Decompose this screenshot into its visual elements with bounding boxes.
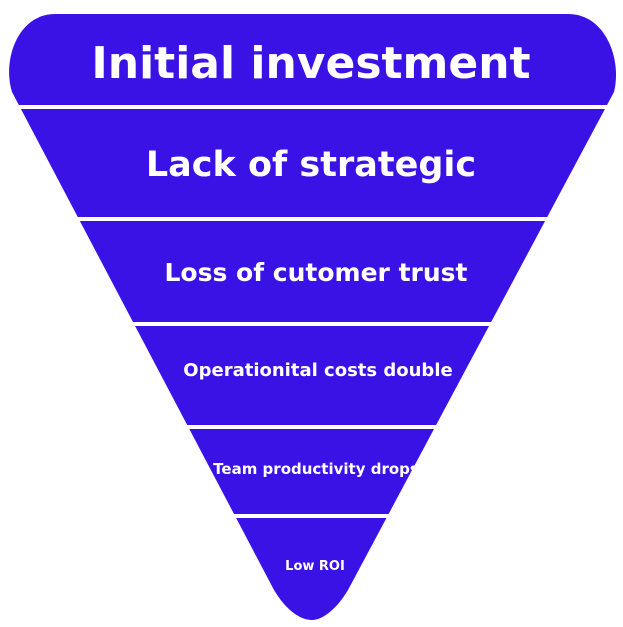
funnel-shape (9, 14, 617, 620)
layer-label-loss-of-customer-trust: Loss of cutomer trust (164, 258, 467, 287)
layer-label-low-roi: Low ROI (285, 559, 345, 574)
layer-label-initial-investment: Initial investment (91, 38, 530, 89)
funnel-body (9, 14, 617, 620)
layer-label-team-productivity-drops: Team productivity drops (213, 460, 419, 478)
layer-label-lack-of-strategic: Lack of strategic (146, 145, 476, 185)
layer-separators (0, 105, 623, 518)
layer-label-operational-costs-double: Operationital costs double (183, 360, 452, 381)
layer-labels: Initial investment Lack of strategic Los… (91, 38, 530, 574)
